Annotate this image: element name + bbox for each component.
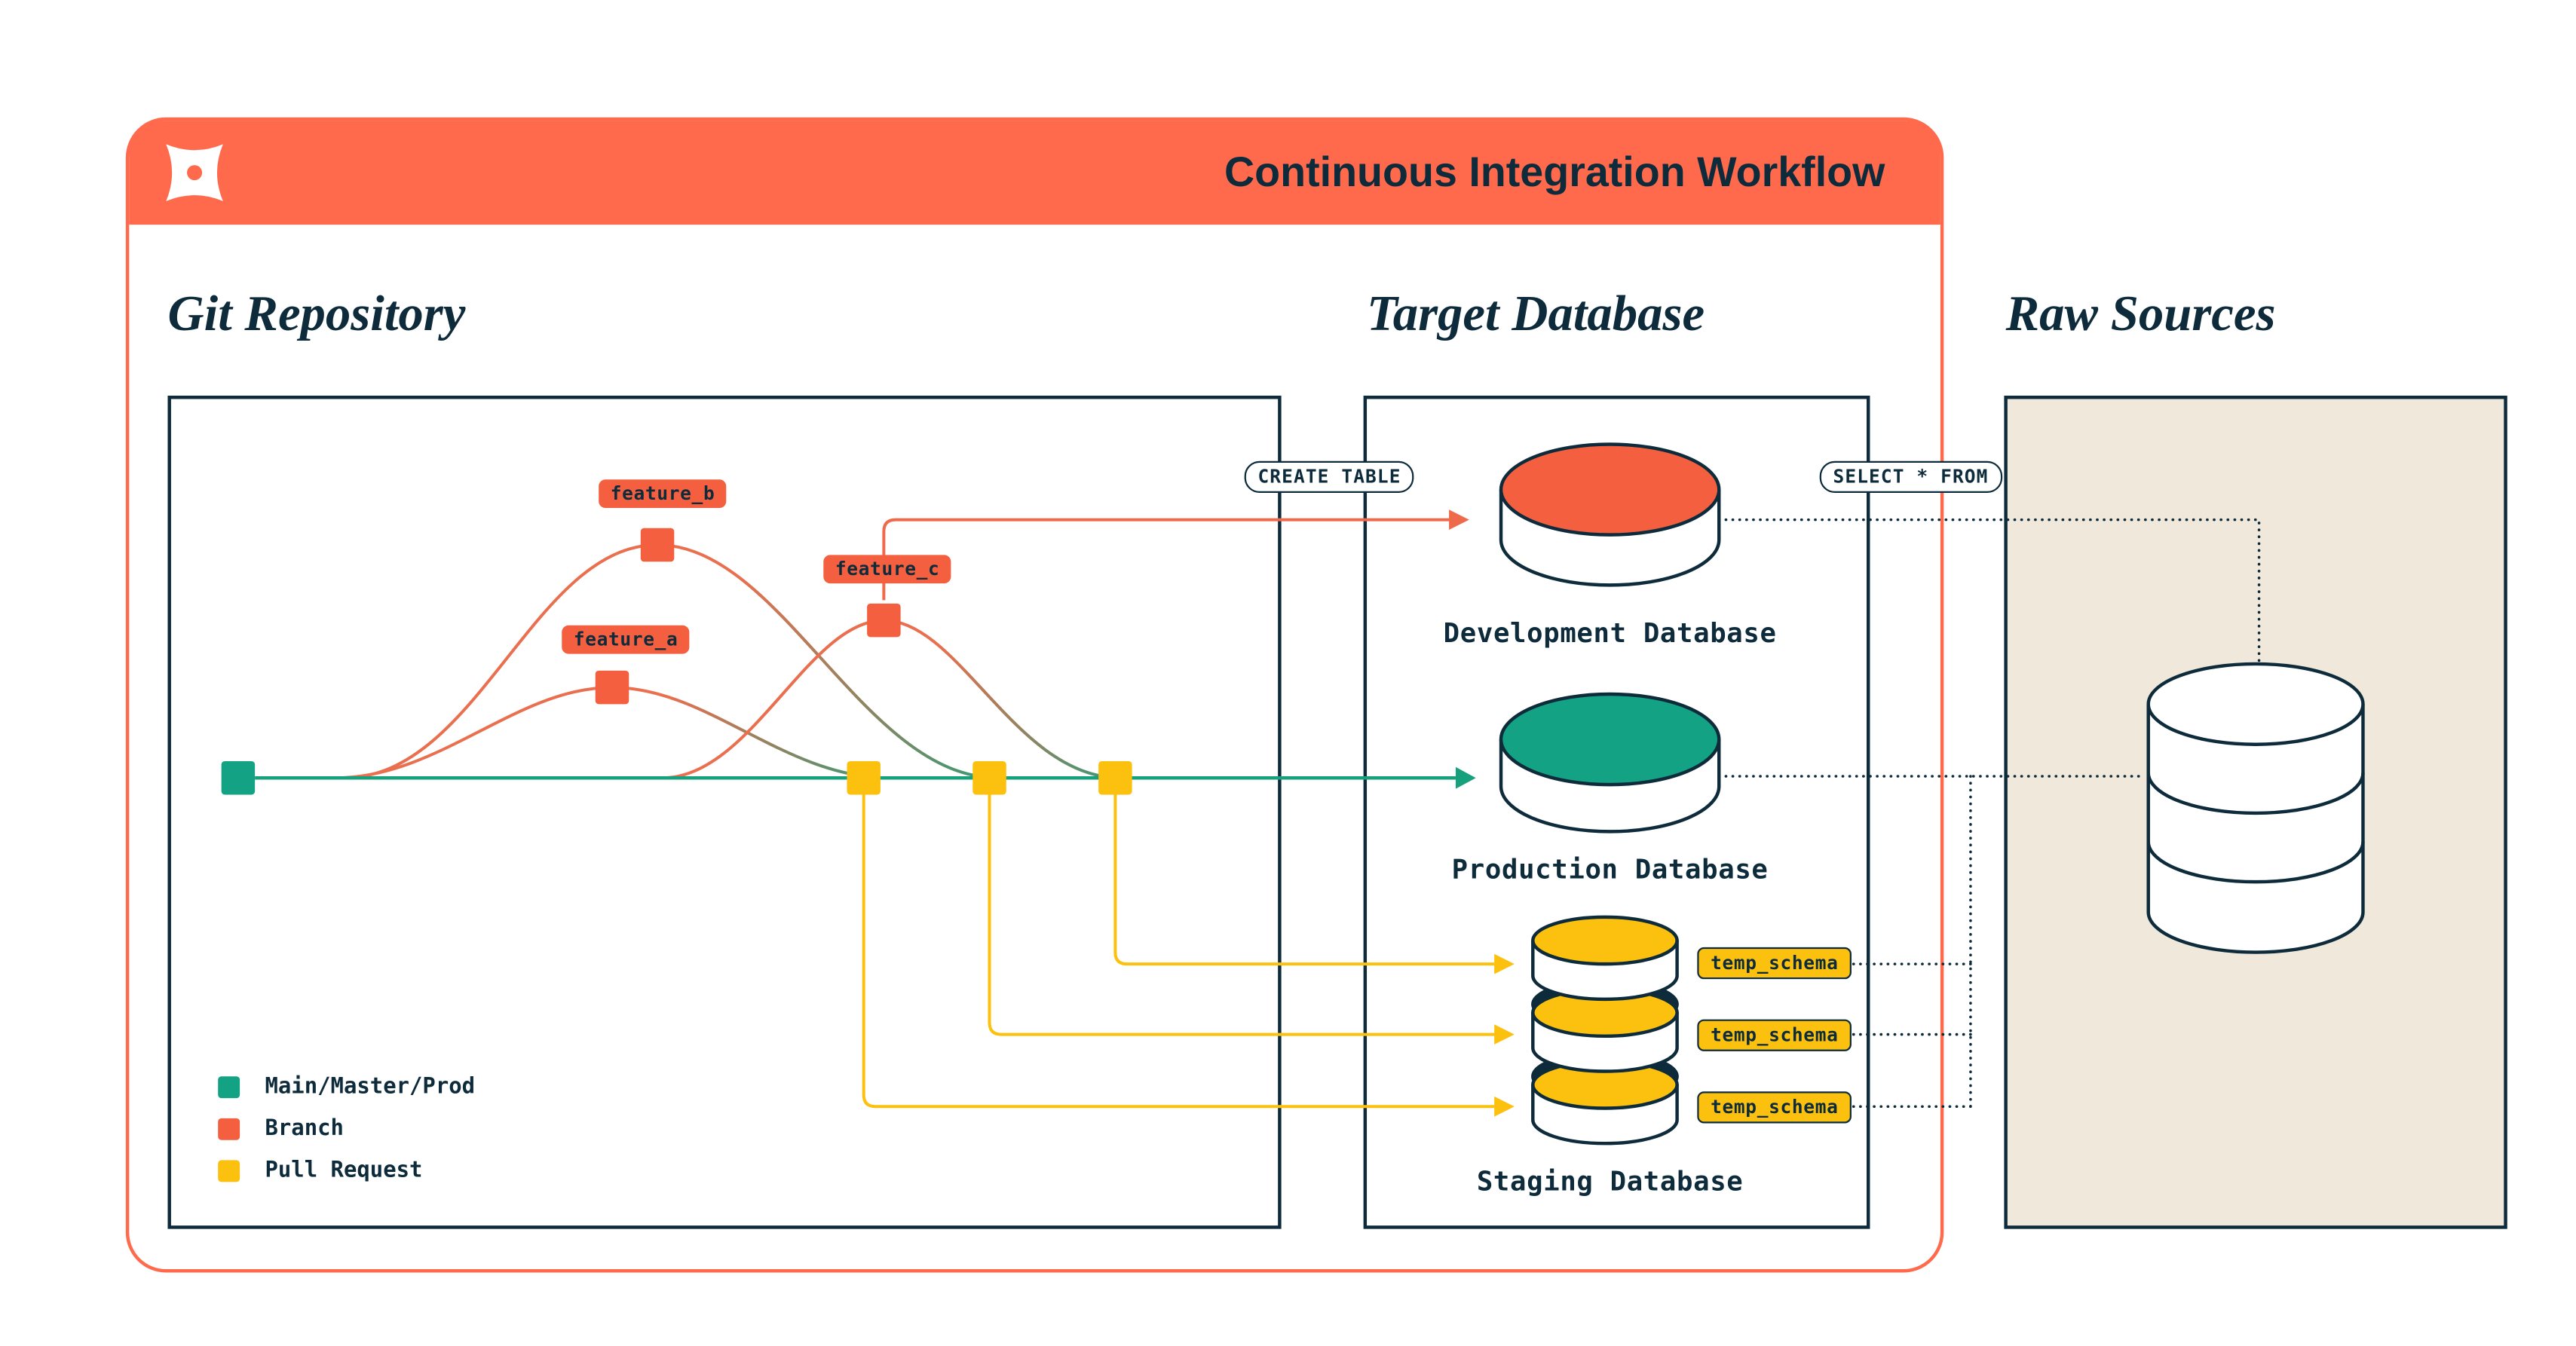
- temp-schema-badge-3: temp_schema: [1697, 1091, 1852, 1124]
- select-from-badge: SELECT * FROM: [1819, 460, 2002, 494]
- legend-swatch-pull-request: [218, 1160, 240, 1182]
- branch-badge-feature-c: feature_c: [823, 555, 952, 584]
- legend-label-main: Main/Master/Prod: [265, 1074, 476, 1100]
- legend-swatch-main: [218, 1076, 240, 1099]
- legend-swatch-branch: [218, 1118, 240, 1140]
- heading-target-database: Target Database: [1367, 286, 1705, 342]
- legend-label-pull-request: Pull Request: [265, 1158, 423, 1184]
- legend-label-branch: Branch: [265, 1116, 344, 1142]
- git-repository-panel: [167, 396, 1282, 1229]
- development-database-label: Development Database: [1443, 616, 1777, 649]
- production-database-label: Production Database: [1451, 853, 1769, 886]
- branch-badge-feature-a: feature_a: [562, 625, 691, 654]
- dbt-logo-icon: [166, 144, 223, 201]
- header-bar: Continuous Integration Workflow: [129, 121, 1940, 225]
- heading-git-repository: Git Repository: [167, 286, 466, 342]
- staging-database-label: Staging Database: [1476, 1165, 1744, 1198]
- page-title: Continuous Integration Workflow: [1224, 148, 1885, 197]
- temp-schema-badge-1: temp_schema: [1697, 947, 1852, 980]
- temp-schema-badge-2: temp_schema: [1697, 1019, 1852, 1051]
- branch-badge-feature-b: feature_b: [599, 479, 727, 509]
- raw-sources-panel: [2004, 396, 2507, 1229]
- create-table-badge: CREATE TABLE: [1244, 460, 1415, 494]
- heading-raw-sources: Raw Sources: [2005, 286, 2276, 342]
